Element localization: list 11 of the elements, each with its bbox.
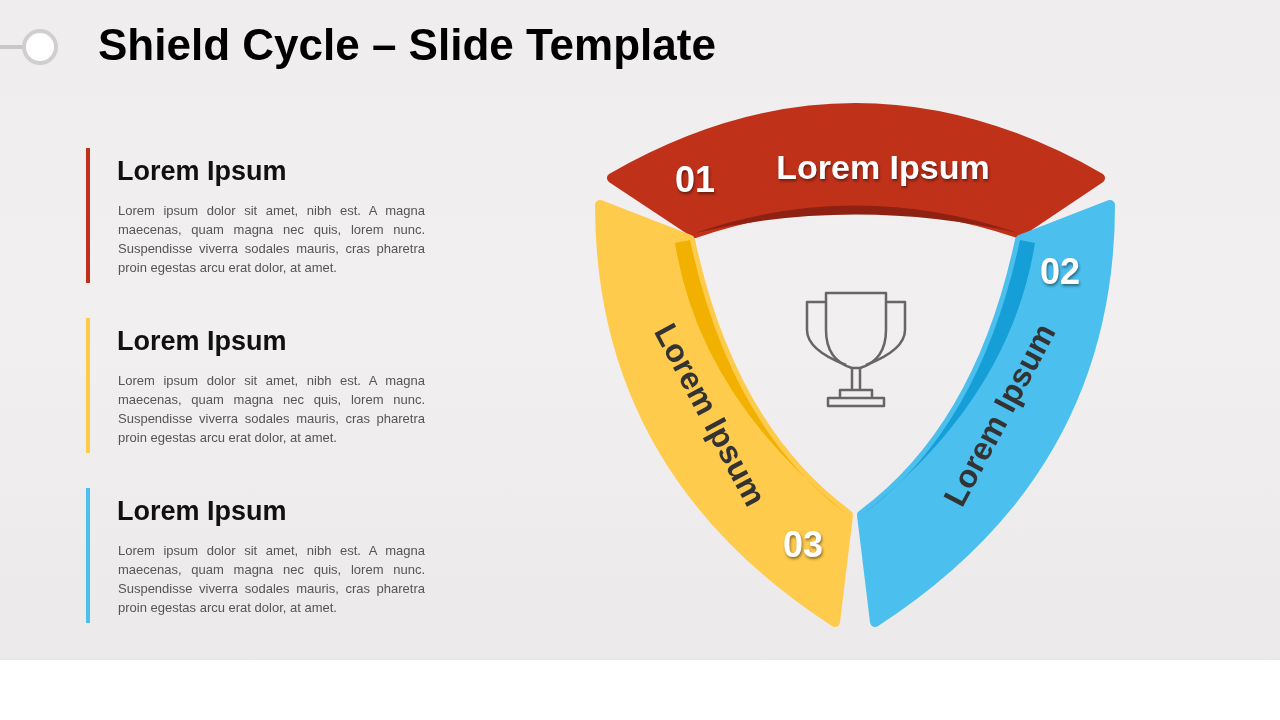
- step-number: 01: [675, 159, 715, 201]
- body-text: Lorem ipsum dolor sit amet, nibh est. A magna maecenas, quam magna nec quis, lorem nunc. Suspendisse viverra sodales mauris, cras pharetra proin egestas arcu erat dolor, at amet.: [118, 372, 425, 447]
- band-title: Lorem Ipsum: [776, 147, 990, 187]
- step-number: 03: [783, 524, 823, 566]
- body-text: Lorem ipsum dolor sit amet, nibh est. A magna maecenas, quam magna nec quis, lorem nunc. Suspendisse viverra sodales mauris, cras pharetra proin egestas arcu erat dolor, at amet.: [118, 202, 425, 277]
- block-heading: Lorem Ipsum: [117, 156, 287, 187]
- block-heading: Lorem Ipsum: [117, 326, 287, 357]
- block-heading: Lorem Ipsum: [117, 496, 287, 527]
- slide-title: Shield Cycle – Slide Template: [98, 20, 716, 70]
- body-text: Lorem ipsum dolor sit amet, nibh est. A magna maecenas, quam magna nec quis, lorem nunc. Suspendisse viverra sodales mauris, cras pharetra proin egestas arcu erat dolor, at amet.: [118, 542, 425, 617]
- step-number: 02: [1040, 251, 1080, 293]
